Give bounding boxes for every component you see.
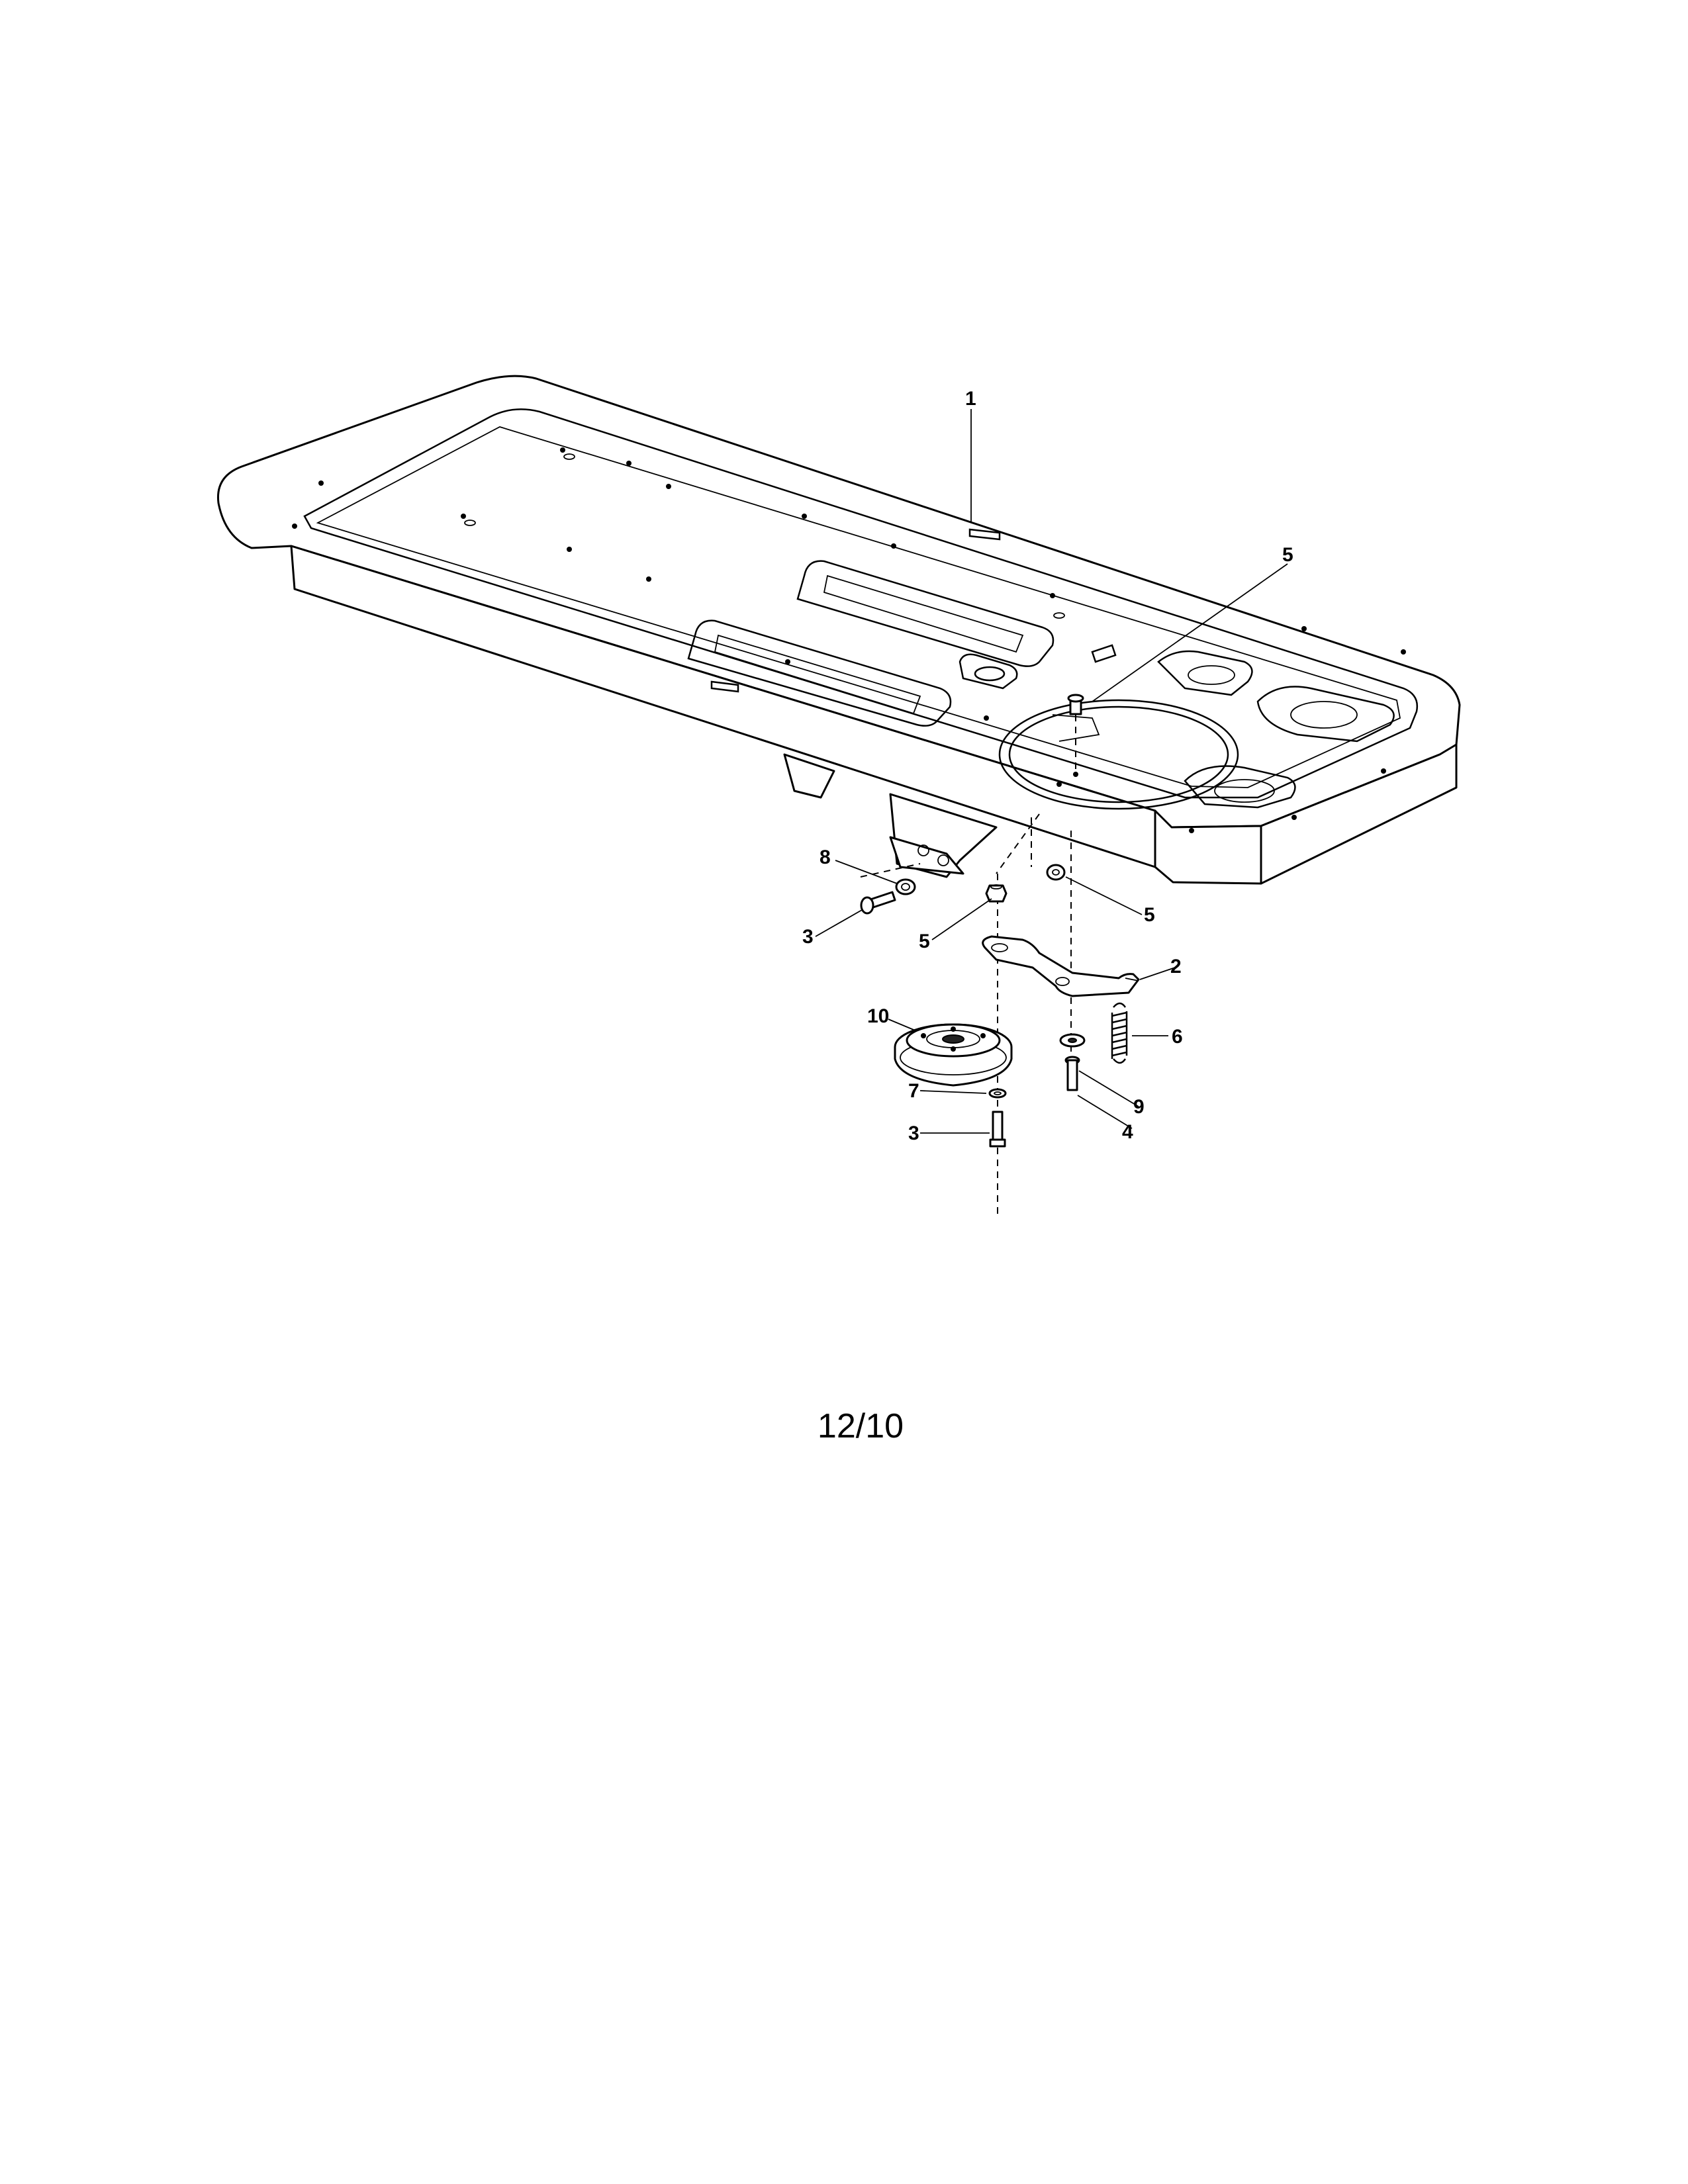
spacer-9 <box>1059 1033 1086 1048</box>
callout-9: 9 <box>1133 1096 1145 1118</box>
callout-3-upper: 3 <box>802 926 814 948</box>
callouts: 1 2 3 3 4 5 5 5 6 7 8 9 10 <box>802 388 1293 1144</box>
callout-4: 4 <box>1122 1121 1133 1143</box>
leader-lines <box>815 409 1288 1134</box>
washer-7 <box>988 1088 1007 1099</box>
frame-assembly <box>216 375 1461 885</box>
bolt-3-lower <box>989 1111 1006 1148</box>
callout-8: 8 <box>820 846 831 868</box>
callout-5-left: 5 <box>919 931 930 952</box>
idler-arm <box>982 935 1140 997</box>
date-code: 12/10 <box>817 1407 904 1445</box>
callout-7: 7 <box>908 1080 919 1102</box>
spring-6 <box>1111 1002 1128 1064</box>
callout-6: 6 <box>1172 1026 1183 1048</box>
bolt-4 <box>1064 1056 1080 1091</box>
callout-2: 2 <box>1170 956 1182 978</box>
nut-5-left <box>985 884 1008 903</box>
stud-upper <box>1067 694 1084 777</box>
callout-5-right: 5 <box>1144 904 1155 926</box>
washer-5-right <box>1046 864 1066 881</box>
callout-1: 1 <box>965 388 976 410</box>
assembly-guide-lines <box>860 813 1072 1218</box>
idler-pulley <box>894 1023 1013 1087</box>
callout-5-top: 5 <box>1282 544 1293 566</box>
frame-holes <box>292 447 1406 833</box>
callout-3-lower: 3 <box>908 1122 919 1144</box>
bolt-3-upper <box>860 891 896 915</box>
washer-8 <box>895 878 916 895</box>
callout-10: 10 <box>867 1005 889 1027</box>
